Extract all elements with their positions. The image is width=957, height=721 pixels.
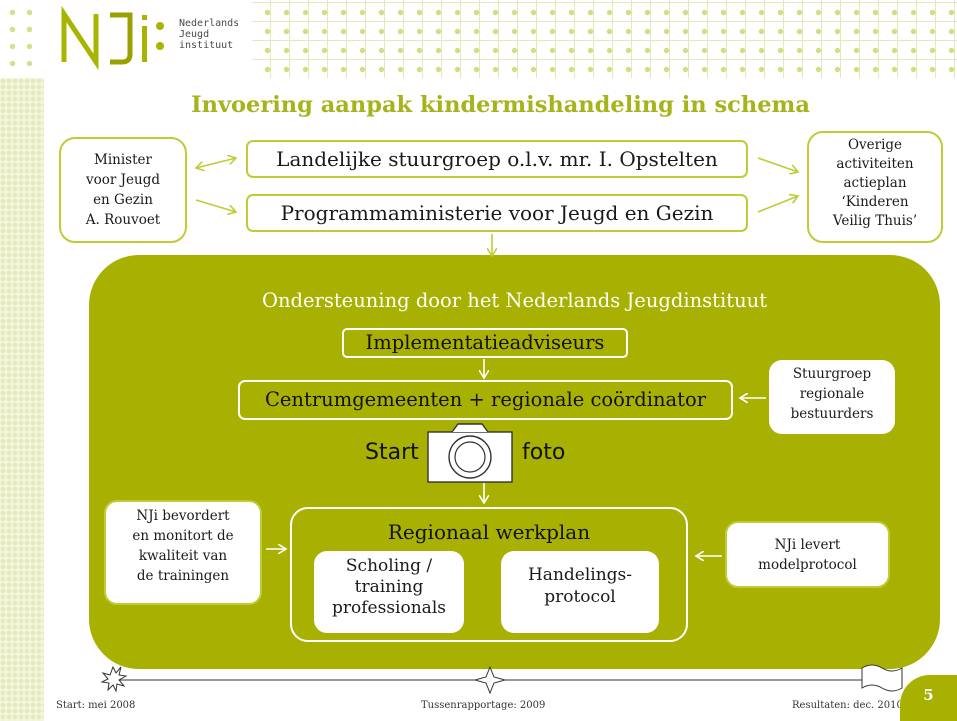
logo-text-line2: Jeugd	[179, 29, 210, 40]
timeline-mid-label: Tussenrapportage: 2009	[421, 700, 546, 711]
overige-activiteiten-box: Overige activiteiten actieplan ‘Kinderen…	[807, 131, 943, 243]
overige-line: ‘Kinderen	[841, 194, 909, 210]
arrow-minister-programma	[195, 199, 236, 212]
centrumgemeenten-box: Centrumgemeenten + regionale coördinator	[238, 380, 733, 420]
foto-label: foto	[522, 440, 566, 465]
panel-title: Ondersteuning door het Nederlands Jeugdi…	[261, 289, 768, 312]
timeline-end-label: Resultaten: dec. 2010	[792, 700, 903, 711]
header-dot-grid-right	[252, 0, 957, 78]
logo-text-line1: Nederlands	[179, 18, 240, 29]
overige-line: Veilig Thuis’	[832, 213, 918, 229]
nji-bevordert-box: NJi bevordert en monitort de kwaliteit v…	[104, 500, 262, 605]
overige-line: Overige	[847, 137, 903, 153]
overige-line: activiteiten	[836, 156, 914, 172]
nji-logo: Nederlands Jeugd instituut	[60, 6, 250, 70]
stuurgroep-box: Stuurgroep regionale bestuurders	[769, 360, 895, 434]
scholing-line: training	[354, 577, 424, 597]
stuurgroep-line: regionale	[799, 386, 865, 402]
handeling-line: Handelings-	[527, 565, 633, 585]
logo-dots	[156, 20, 166, 52]
logo-text: Nederlands Jeugd instituut	[179, 18, 239, 51]
header: Nederlands Jeugd instituut	[0, 0, 957, 78]
bevordert-line: de trainingen	[136, 568, 230, 584]
left-dotted-strip	[0, 78, 44, 721]
levert-line: NJi levert	[774, 537, 841, 553]
start-label: Start	[365, 440, 419, 465]
minister-line: voor Jeugd	[85, 172, 160, 188]
regionaal-werkplan-box	[290, 507, 688, 642]
scholing-line: professionals	[332, 598, 446, 618]
landelijke-stuurgroep-box: Landelijke stuurgroep o.l.v. mr. I. Opst…	[246, 140, 748, 178]
header-dot-grid-left	[0, 0, 44, 78]
implementatieadviseurs-box: Implementatieadviseurs	[342, 328, 628, 358]
milestone-star-icon	[473, 665, 507, 695]
regionaal-werkplan-title: Regionaal werkplan	[387, 520, 591, 544]
timeline-start-label: Start: mei 2008	[56, 700, 136, 711]
minister-line: A. Rouvoet	[85, 212, 161, 228]
logo-text-line3: instituut	[179, 40, 234, 51]
arrow-programma-overige	[757, 196, 798, 213]
stuurgroep-line: bestuurders	[790, 406, 874, 422]
scholing-line: Scholing /	[345, 556, 433, 576]
bevordert-line: en monitort de	[132, 528, 234, 544]
scholing-box: Scholing / training professionals	[314, 551, 464, 633]
programmaministerie-box: Programmaministerie voor Jeugd en Gezin	[246, 194, 748, 232]
handelingsprotocol-box: Handelings- protocol	[501, 551, 659, 633]
finish-flag-icon	[861, 664, 903, 692]
camera-icon	[427, 423, 513, 483]
minister-box: Minister voor Jeugd en Gezin A. Rouvoet	[59, 137, 187, 243]
nji-logo-mark	[61, 6, 147, 70]
levert-line: modelprotocol	[758, 557, 857, 573]
minister-line: Minister	[94, 152, 152, 168]
arrow-minister-landelijk	[196, 158, 236, 168]
slide-title: Invoering aanpak kindermishandeling in s…	[191, 92, 810, 118]
page-number-badge	[900, 675, 957, 721]
nji-levert-box: NJi levert modelprotocol	[725, 521, 890, 588]
handeling-line: protocol	[544, 587, 616, 607]
minister-line: en Gezin	[93, 192, 153, 208]
stuurgroep-line: Stuurgroep	[792, 366, 872, 382]
start-burst-icon	[100, 665, 128, 693]
bevordert-line: kwaliteit van	[138, 548, 228, 564]
page-number: 5	[923, 686, 934, 704]
bevordert-line: NJi bevordert	[136, 508, 230, 524]
arrow-landelijk-overige	[757, 157, 798, 172]
overige-line: actieplan	[843, 175, 907, 191]
